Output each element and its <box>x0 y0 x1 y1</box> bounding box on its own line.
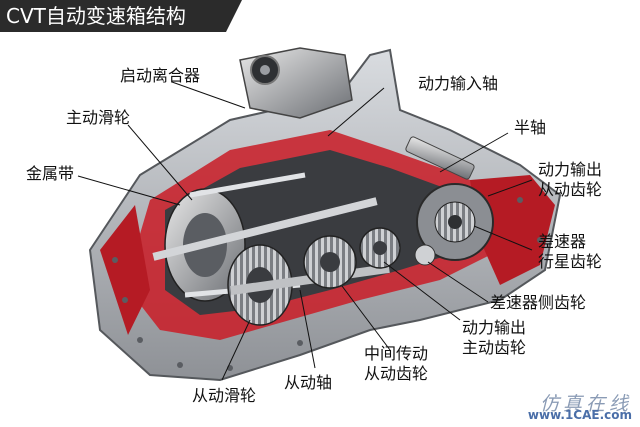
cutaway-right <box>470 175 555 285</box>
label-input-shaft: 动力输入轴 <box>418 74 499 93</box>
page-title: CVT自动变速箱结构 <box>6 4 186 28</box>
label-driven-pulley: 从动滑轮 <box>192 386 257 405</box>
diff-side <box>414 244 436 266</box>
label-half-shaft: 半轴 <box>514 118 547 137</box>
label-metal-belt: 金属带 <box>26 164 75 183</box>
title-banner: CVT自动变速箱结构 <box>0 0 242 32</box>
label-clutch: 启动离合器 <box>120 66 201 85</box>
label-diff-planet-gear: 差速器 行星齿轮 <box>538 232 603 271</box>
watermark-url[interactable]: www.1CAE.com <box>527 408 632 422</box>
label-diff-side-gear: 差速器侧齿轮 <box>490 293 587 312</box>
label-output-driven-gear: 动力输出 从动齿轮 <box>538 160 603 199</box>
leader-lines <box>77 81 533 381</box>
casing-bolts <box>112 197 543 371</box>
label-drive-pulley: 主动滑轮 <box>66 108 131 127</box>
half-shaft-stub <box>405 136 475 180</box>
watermark-cn: 仿真在线 <box>539 393 632 415</box>
label-output-drive-gear: 动力输出 主动齿轮 <box>462 318 527 357</box>
label-driven-shaft: 从动轴 <box>284 373 333 392</box>
cutaway-left <box>100 205 150 335</box>
input-shaft-rod <box>152 197 378 261</box>
label-intermediate-gear: 中间传动 从动齿轮 <box>364 344 429 383</box>
watermark: 仿真在线 www.1CAE.com <box>514 389 632 423</box>
